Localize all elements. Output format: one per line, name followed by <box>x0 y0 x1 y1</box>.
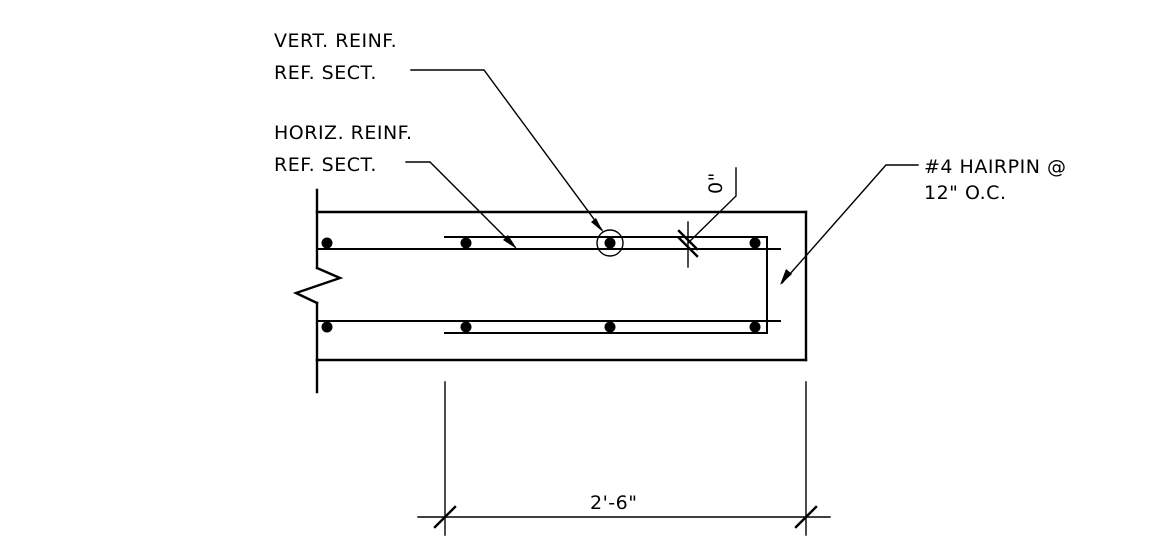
width-dimension: 2'-6" <box>417 381 831 536</box>
hairpin-callout: #4 HAIRPIN @ 12" O.C. <box>780 156 1066 285</box>
vertical-bar-dots <box>321 229 761 333</box>
width-dim-label: 2'-6" <box>590 492 638 514</box>
cover-dim-label: 0" <box>705 172 727 194</box>
rebar-dot <box>749 237 761 249</box>
rebar-dot <box>460 321 472 333</box>
hairpin-label: #4 HAIRPIN @ <box>924 156 1066 178</box>
rebar-dot <box>749 321 761 333</box>
vert-reinf-label: VERT. REINF. <box>274 30 397 52</box>
horizontal-reinforcement <box>317 248 781 322</box>
rebar-dot <box>321 321 333 333</box>
horiz-reinf-ref-label: REF. SECT. <box>274 154 377 176</box>
rebar-dot <box>604 237 616 249</box>
rebar-dot <box>460 237 472 249</box>
cover-dimension: 0" <box>677 167 737 268</box>
horiz-reinf-label: HORIZ. REINF. <box>274 122 413 144</box>
rebar-dot <box>604 321 616 333</box>
hairpin-spacing-label: 12" O.C. <box>924 182 1007 204</box>
concrete-outline <box>292 188 808 394</box>
rebar-dot <box>321 237 333 249</box>
hairpin-bar <box>444 236 768 334</box>
horiz-reinf-callout: HORIZ. REINF. REF. SECT. <box>274 122 517 249</box>
vert-reinf-callout: VERT. REINF. REF. SECT. <box>274 30 603 232</box>
reference-circle <box>596 229 624 257</box>
vert-reinf-ref-label: REF. SECT. <box>274 62 377 84</box>
